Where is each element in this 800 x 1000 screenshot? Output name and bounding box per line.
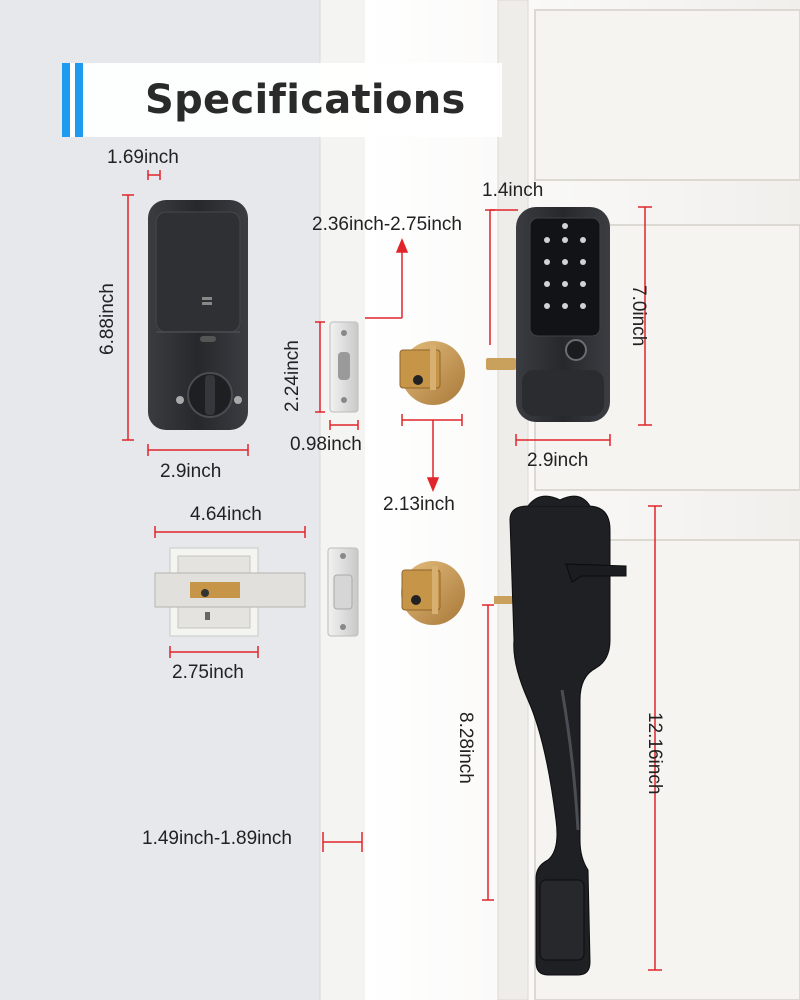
label-door-thickness: 1.49inch-1.89inch xyxy=(142,828,292,849)
door-panel-upper xyxy=(534,9,800,181)
label-handle-height: 12.16inch xyxy=(644,712,665,795)
latch-faceplate xyxy=(327,547,359,637)
label-latch-plate-width: 2.75inch xyxy=(172,662,244,683)
accent-bar-right xyxy=(75,63,83,137)
strike-dimension-lines xyxy=(315,321,359,430)
bore-hole-upper xyxy=(399,341,465,405)
accent-bar-left xyxy=(62,63,70,137)
latch-assembly xyxy=(154,547,306,637)
label-handle-spacing: 8.28inch xyxy=(455,712,476,784)
handle-dimension-lines xyxy=(322,505,662,971)
label-interior-depth: 1.4inch xyxy=(482,180,544,201)
page-title: Specifications xyxy=(145,77,466,123)
interior-dimension-lines xyxy=(485,206,652,446)
wall-background xyxy=(0,0,330,1000)
label-bore-diameter: 2.13inch xyxy=(383,494,455,515)
strike-plate xyxy=(329,321,359,413)
label-strike-width: 0.98inch xyxy=(290,434,362,455)
exterior-deadbolt xyxy=(148,200,248,430)
latch-dimension-lines xyxy=(154,526,306,658)
label-strike-height: 2.24inch xyxy=(282,340,303,412)
interior-smart-lock xyxy=(486,207,610,422)
label-interior-width: 2.9inch xyxy=(527,450,589,471)
label-backset: 2.36inch-2.75inch xyxy=(312,214,462,235)
specifications-header: Specifications xyxy=(62,63,502,137)
door-edge xyxy=(320,0,365,1000)
label-interior-height: 7.0inch xyxy=(628,285,649,347)
label-latch-length: 4.64inch xyxy=(190,504,262,525)
interior-handle-set xyxy=(494,495,627,976)
bore-dimension-lines xyxy=(365,238,463,492)
door-trim xyxy=(497,0,529,1000)
exterior-dimension-lines xyxy=(122,170,249,456)
label-exterior-height: 6.88inch xyxy=(97,283,118,355)
label-exterior-depth: 1.69inch xyxy=(107,147,179,168)
label-exterior-width: 2.9inch xyxy=(160,461,222,482)
bore-hole-lower xyxy=(401,561,465,625)
